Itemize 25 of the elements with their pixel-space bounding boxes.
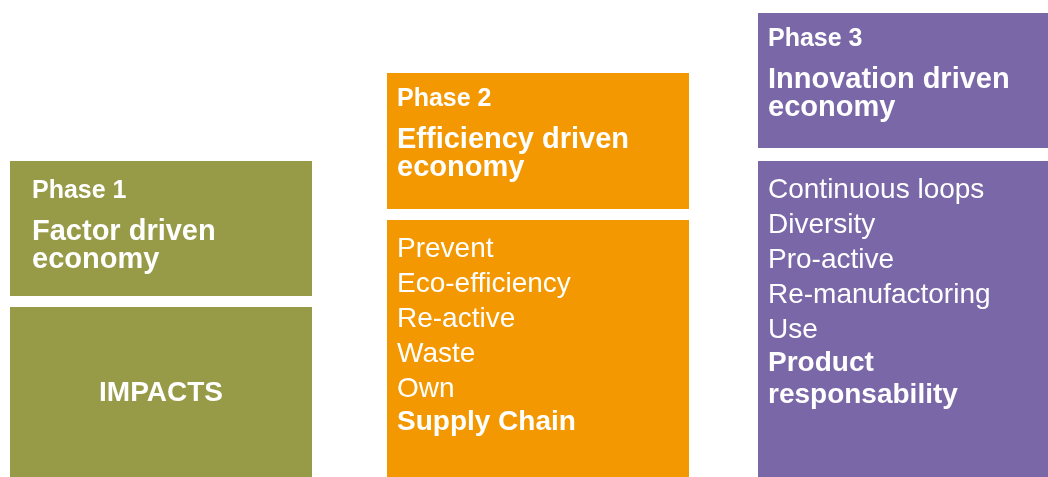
- focus-text: Product responsability: [768, 346, 959, 410]
- list-item: Use: [768, 312, 819, 346]
- phase-content-box: [387, 220, 689, 477]
- list-item: Prevent: [397, 231, 495, 265]
- phase-header-box: [758, 13, 1048, 148]
- phase-title: Efficiency driven economy: [397, 124, 631, 180]
- phase-content-text: IMPACTS: [99, 376, 223, 408]
- list-item: Re-active: [397, 301, 517, 335]
- phase-title: Factor driven economy: [32, 216, 217, 272]
- list-item: Re-manufactoring: [768, 277, 992, 311]
- focus-text: Supply Chain: [397, 405, 577, 437]
- list-item: Diversity: [768, 207, 877, 241]
- phase-label: Phase 1: [32, 175, 128, 204]
- list-item: Pro-active: [768, 242, 896, 276]
- phase-title: Innovation driven economy: [768, 64, 1011, 120]
- phase-content-box: [10, 307, 312, 477]
- phase-label: Phase 3: [768, 23, 864, 52]
- phase-header-box: [387, 73, 689, 209]
- phase-content-box: [758, 161, 1048, 477]
- list-item: Eco-efficiency: [397, 266, 572, 300]
- list-item: Own: [397, 371, 456, 405]
- list-item: Continuous loops: [768, 172, 986, 206]
- phase-label: Phase 2: [397, 83, 493, 112]
- phase-header-box: [10, 161, 312, 296]
- list-item: Waste: [397, 336, 477, 370]
